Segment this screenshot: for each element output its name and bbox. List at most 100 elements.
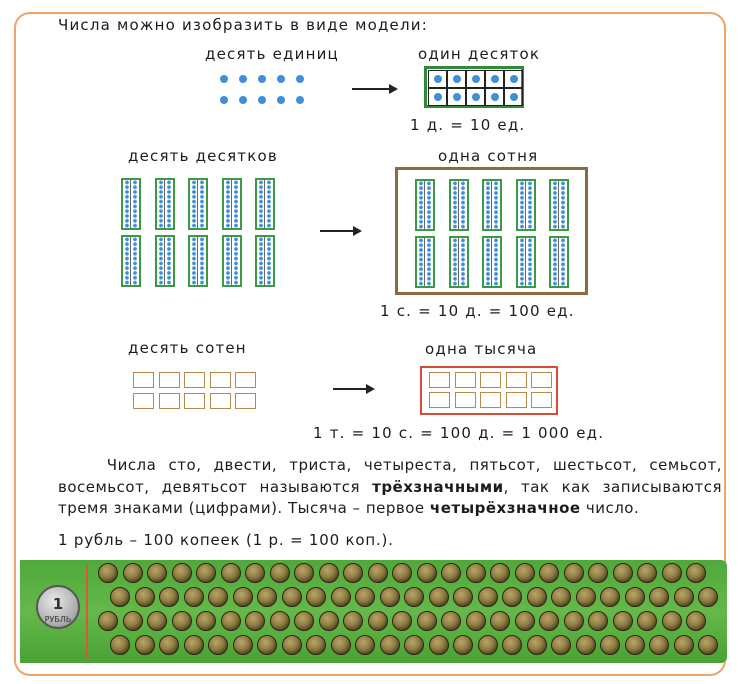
intro-text: Числа можно изобразить в виде модели: bbox=[58, 16, 428, 34]
kopeck-coin bbox=[588, 611, 608, 631]
kopeck-coin bbox=[343, 563, 363, 583]
paragraph-text-2: , так как записываются тремя знаками (ци… bbox=[58, 477, 723, 518]
one-hundred-model bbox=[395, 167, 588, 295]
ten-column bbox=[549, 179, 569, 231]
term-four-digit: четырёхзначное bbox=[429, 499, 581, 517]
ten-column bbox=[448, 236, 469, 288]
kopeck-coin bbox=[318, 563, 339, 583]
kopeck-coin bbox=[661, 563, 682, 583]
kopeck-coin bbox=[257, 587, 277, 607]
kopeck-coin bbox=[686, 611, 706, 631]
unit-dot bbox=[296, 96, 304, 104]
ten-column bbox=[448, 179, 469, 231]
kopeck-coin bbox=[526, 635, 547, 655]
ten-cell bbox=[428, 70, 447, 88]
kopeck-coin bbox=[159, 635, 179, 655]
kopeck-coin bbox=[110, 587, 130, 607]
kopeck-coin bbox=[612, 611, 633, 631]
kopeck-coin bbox=[551, 587, 571, 607]
ten-column bbox=[154, 178, 175, 230]
kopeck-coin bbox=[122, 563, 143, 583]
unit-dot bbox=[239, 75, 247, 83]
kopeck-coin bbox=[392, 611, 412, 631]
kopeck-coin bbox=[600, 587, 620, 607]
kopeck-coin bbox=[196, 611, 216, 631]
ten-cell bbox=[447, 70, 466, 88]
thousand-square bbox=[480, 392, 501, 408]
kopeck-coin bbox=[306, 635, 326, 655]
ten-column bbox=[121, 235, 141, 287]
kopeck-coin bbox=[416, 611, 437, 631]
ten-cell bbox=[466, 88, 485, 106]
kopeck-coin bbox=[404, 635, 424, 655]
ten-cell bbox=[466, 70, 485, 88]
unit-dot bbox=[220, 96, 228, 104]
kopeck-coin bbox=[306, 587, 326, 607]
kopeck-coin bbox=[637, 611, 657, 631]
one-ten-label: один десяток bbox=[418, 45, 541, 63]
arrow-tens bbox=[320, 226, 362, 236]
thousand-square bbox=[480, 372, 501, 388]
unit-dot bbox=[296, 75, 304, 83]
kopeck-coin bbox=[673, 635, 694, 655]
one-hundred-label: одна сотня bbox=[438, 147, 539, 165]
kopeck-coin bbox=[159, 587, 179, 607]
kopeck-coin bbox=[575, 587, 596, 607]
ten-cell bbox=[485, 70, 504, 88]
kopeck-coin bbox=[367, 563, 388, 583]
kopeck-coin bbox=[257, 635, 277, 655]
kopeck-coin bbox=[110, 635, 130, 655]
kopeck-coin bbox=[220, 611, 241, 631]
unit-dot bbox=[220, 75, 228, 83]
kopeck-coin bbox=[477, 635, 498, 655]
ruble-coin-word: РУБЛЬ bbox=[44, 615, 72, 624]
ten-column bbox=[221, 235, 242, 287]
kopeck-coin bbox=[637, 563, 657, 583]
paragraph-text-1: Числа сто, двести, триста, четыреста, пя… bbox=[58, 456, 722, 496]
ten-column bbox=[482, 236, 502, 288]
kopeck-coin bbox=[232, 635, 253, 655]
kopeck-coin bbox=[220, 563, 241, 583]
kopeck-coin bbox=[122, 611, 143, 631]
kopeck-coin bbox=[134, 587, 155, 607]
hundred-square bbox=[133, 372, 154, 388]
hundred-square bbox=[209, 393, 231, 409]
kopeck-coin bbox=[281, 635, 302, 655]
one-thousand-label: одна тысяча bbox=[425, 340, 538, 358]
kopeck-coin-strip bbox=[20, 560, 727, 663]
kopeck-coin bbox=[208, 635, 228, 655]
ten-column bbox=[121, 178, 141, 230]
arrow-hundreds bbox=[333, 384, 375, 394]
thousand-equation: 1 т. = 10 с. = 100 д. = 1 000 ед. bbox=[313, 424, 605, 442]
ten-cell bbox=[504, 70, 523, 88]
ten-column bbox=[255, 178, 275, 230]
unit-dot bbox=[277, 75, 285, 83]
ten-column bbox=[188, 178, 208, 230]
kopeck-coin bbox=[232, 587, 253, 607]
hundred-square bbox=[133, 393, 154, 409]
hundred-square bbox=[235, 393, 256, 409]
ruble-text: 1 рубль – 100 копеек (1 р. = 100 коп.). bbox=[58, 531, 394, 549]
kopeck-coin bbox=[196, 563, 216, 583]
kopeck-coin bbox=[355, 587, 375, 607]
kopeck-coin bbox=[453, 635, 473, 655]
ten-equation: 1 д. = 10 ед. bbox=[410, 116, 526, 134]
unit-dot bbox=[258, 96, 266, 104]
ten-cell bbox=[504, 88, 523, 106]
kopeck-coin bbox=[416, 563, 437, 583]
one-thousand-model bbox=[420, 366, 558, 415]
kopeck-coin bbox=[171, 611, 192, 631]
three-digit-paragraph: Числа сто, двести, триста, четыреста, пя… bbox=[58, 455, 722, 520]
kopeck-coin bbox=[98, 563, 118, 583]
kopeck-coin bbox=[698, 635, 718, 655]
thousand-square bbox=[505, 392, 527, 408]
ten-column bbox=[482, 179, 502, 231]
kopeck-coin bbox=[490, 611, 510, 631]
arrow-ones bbox=[352, 84, 398, 94]
thousand-square bbox=[429, 392, 450, 408]
kopeck-coin bbox=[183, 587, 204, 607]
thousand-square bbox=[454, 372, 476, 388]
one-ten-model bbox=[424, 66, 524, 108]
kopeck-coin bbox=[428, 587, 449, 607]
kopeck-coin bbox=[147, 611, 167, 631]
